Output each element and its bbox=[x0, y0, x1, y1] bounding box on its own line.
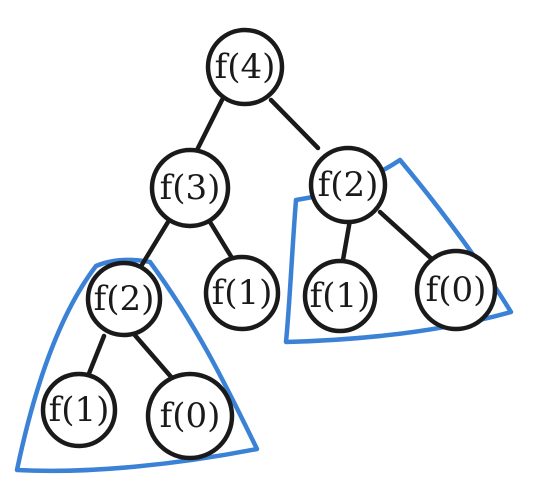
node-label: f(1) bbox=[49, 390, 110, 430]
node-f3: f(3) bbox=[149, 147, 231, 229]
edge-root-left bbox=[194, 97, 225, 153]
edge-leftleft-leftleftleft bbox=[85, 333, 107, 379]
node-label: f(2) bbox=[94, 279, 155, 319]
node-label: f(3) bbox=[160, 168, 221, 208]
tree-edges bbox=[85, 97, 438, 381]
node-f2-right: f(2) bbox=[308, 145, 388, 225]
edge-left-leftright bbox=[207, 219, 235, 261]
node-circle bbox=[302, 258, 378, 334]
node-circle bbox=[145, 371, 235, 461]
edge-leftleft-leftleftright bbox=[130, 330, 175, 381]
node-label: f(1) bbox=[310, 276, 371, 316]
node-circle bbox=[85, 260, 163, 338]
node-f0-bottom: f(0) bbox=[145, 371, 235, 461]
node-label: f(0) bbox=[160, 396, 221, 436]
edge-right-rightright bbox=[377, 209, 438, 265]
highlight-subtree-left bbox=[14, 257, 260, 474]
node-circle bbox=[414, 248, 498, 332]
node-circle bbox=[203, 254, 281, 332]
edge-left-leftleft bbox=[137, 219, 171, 271]
node-label: f(1) bbox=[212, 273, 273, 313]
node-f0-right: f(0) bbox=[414, 248, 498, 332]
edge-right-rightleft bbox=[340, 217, 353, 263]
node-f1-right: f(1) bbox=[302, 258, 378, 334]
node-label: f(4) bbox=[215, 47, 276, 87]
node-f1-mid: f(1) bbox=[203, 254, 281, 332]
node-f4-root: f(4) bbox=[205, 27, 285, 107]
node-circle bbox=[205, 27, 285, 107]
node-f2-left: f(2) bbox=[85, 260, 163, 338]
node-circle bbox=[149, 147, 231, 229]
node-circle bbox=[40, 371, 118, 449]
node-circle bbox=[308, 145, 388, 225]
highlight-subtree-right bbox=[283, 157, 514, 345]
node-label: f(2) bbox=[318, 165, 379, 205]
edge-root-right bbox=[268, 97, 321, 151]
node-f1-bottom: f(1) bbox=[40, 371, 118, 449]
node-label: f(0) bbox=[426, 270, 487, 310]
